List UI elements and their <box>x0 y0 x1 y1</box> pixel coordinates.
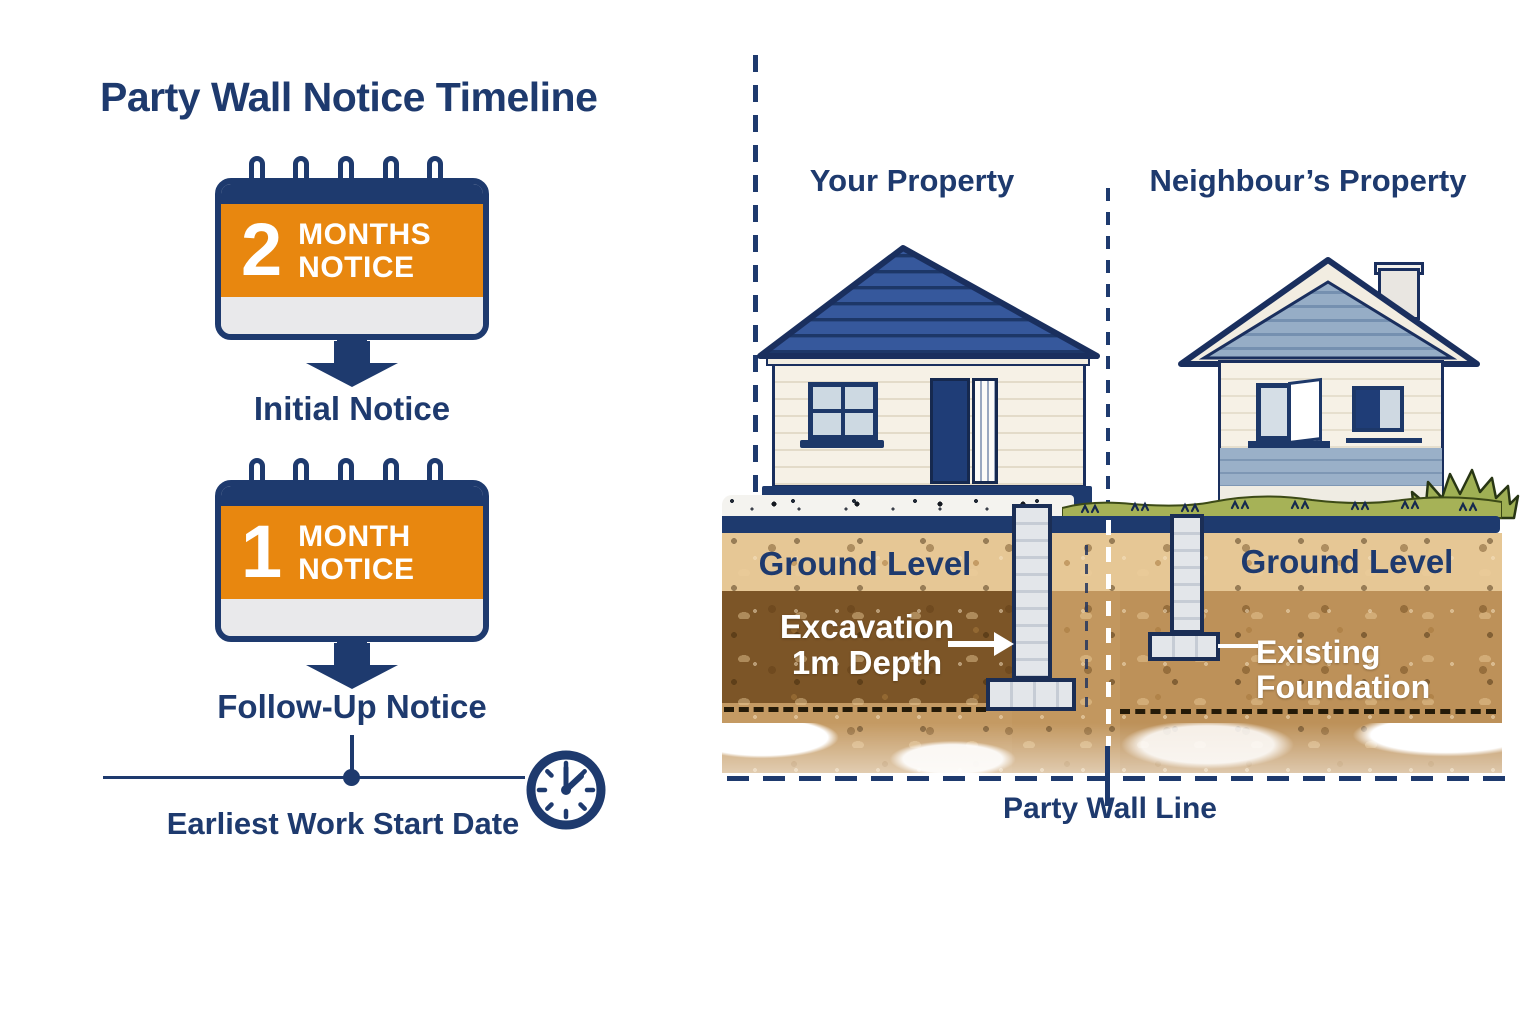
neighbour-house-window-sill <box>1248 441 1330 448</box>
party-wall-line-label: Party Wall Line <box>1003 792 1217 825</box>
page-title: Party Wall Notice Timeline <box>100 74 598 120</box>
timeline-tick <box>350 735 354 773</box>
ground-surface-bar <box>722 516 1500 533</box>
existing-foundation-connector-line <box>1218 644 1258 648</box>
your-house-door-sidelight <box>972 378 998 484</box>
property-boundary-dashed-line <box>753 55 758 503</box>
excavation-depth-label: Excavation 1m Depth <box>779 608 955 682</box>
soil-cross-section: Ground Level Ground Level Excavation 1m … <box>714 533 1510 843</box>
neighbours-property-label: Neighbour’s Property <box>1149 163 1467 198</box>
timeline-axis <box>103 776 525 779</box>
follow-up-notice-label: Follow-Up Notice <box>217 688 487 725</box>
existing-foundation-footing <box>1148 632 1220 661</box>
calendar-number: 2 <box>241 208 283 292</box>
calendar-unit-label: MONTHS <box>298 217 432 251</box>
ground-level-label-left: Ground Level <box>758 545 972 582</box>
neighbour-house-lower-siding <box>1220 448 1442 486</box>
foundation-depth-dashed-line <box>1120 709 1496 714</box>
calendar-orange-band: 2 MONTHS NOTICE <box>221 204 483 297</box>
calendar-header-band <box>221 184 483 204</box>
calendar-number: 1 <box>241 510 283 594</box>
calendar-1-month-notice: 1 MONTH NOTICE <box>215 458 489 658</box>
calendar-body: 2 MONTHS NOTICE <box>215 178 489 340</box>
soil-bottom-fade <box>714 723 1510 843</box>
excavation-depth-dashed-line <box>724 707 986 712</box>
calendar-2-months-notice: 2 MONTHS NOTICE <box>215 156 489 356</box>
calendar-footer-band <box>221 297 483 334</box>
your-house-roof <box>757 245 1100 359</box>
new-foundation-footing <box>986 678 1076 711</box>
neighbour-house-roof <box>1178 257 1480 367</box>
excavation-arrow-icon <box>948 632 1014 656</box>
down-arrow-icon <box>306 341 398 387</box>
ground-level-label-right: Ground Level <box>1240 543 1454 580</box>
calendar-footer-band <box>221 599 483 636</box>
calendar-unit-label: MONTH <box>298 519 411 553</box>
your-house-window-sill <box>800 440 884 448</box>
party-wall-dashed-line-soil <box>1106 520 1111 746</box>
your-house-door <box>930 378 970 484</box>
neighbour-house-window-sill <box>1346 438 1422 443</box>
calendar-body: 1 MONTH NOTICE <box>215 480 489 642</box>
grass-strip <box>1062 495 1502 519</box>
calendar-notice-label: NOTICE <box>298 250 415 284</box>
earliest-work-start-label: Earliest Work Start Date <box>166 806 520 841</box>
party-wall-dashed-line-horizontal <box>727 776 1507 781</box>
excavation-outline-dashed <box>1085 545 1088 708</box>
party-wall-dashed-line-upper <box>1106 188 1110 518</box>
calendar-orange-band: 1 MONTH NOTICE <box>221 506 483 599</box>
calendar-notice-label: NOTICE <box>298 552 415 586</box>
neighbour-house-open-sash <box>1288 377 1322 445</box>
neighbour-house-window <box>1352 386 1404 432</box>
your-property-label: Your Property <box>809 163 1015 198</box>
clock-icon <box>526 750 606 830</box>
existing-foundation-column <box>1170 514 1204 634</box>
new-foundation-column <box>1012 504 1052 680</box>
your-house-window <box>808 382 878 440</box>
down-arrow-icon <box>306 643 398 689</box>
calendar-header-band <box>221 486 483 506</box>
initial-notice-label: Initial Notice <box>253 390 451 427</box>
existing-foundation-label: Existing Foundation <box>1256 634 1431 705</box>
